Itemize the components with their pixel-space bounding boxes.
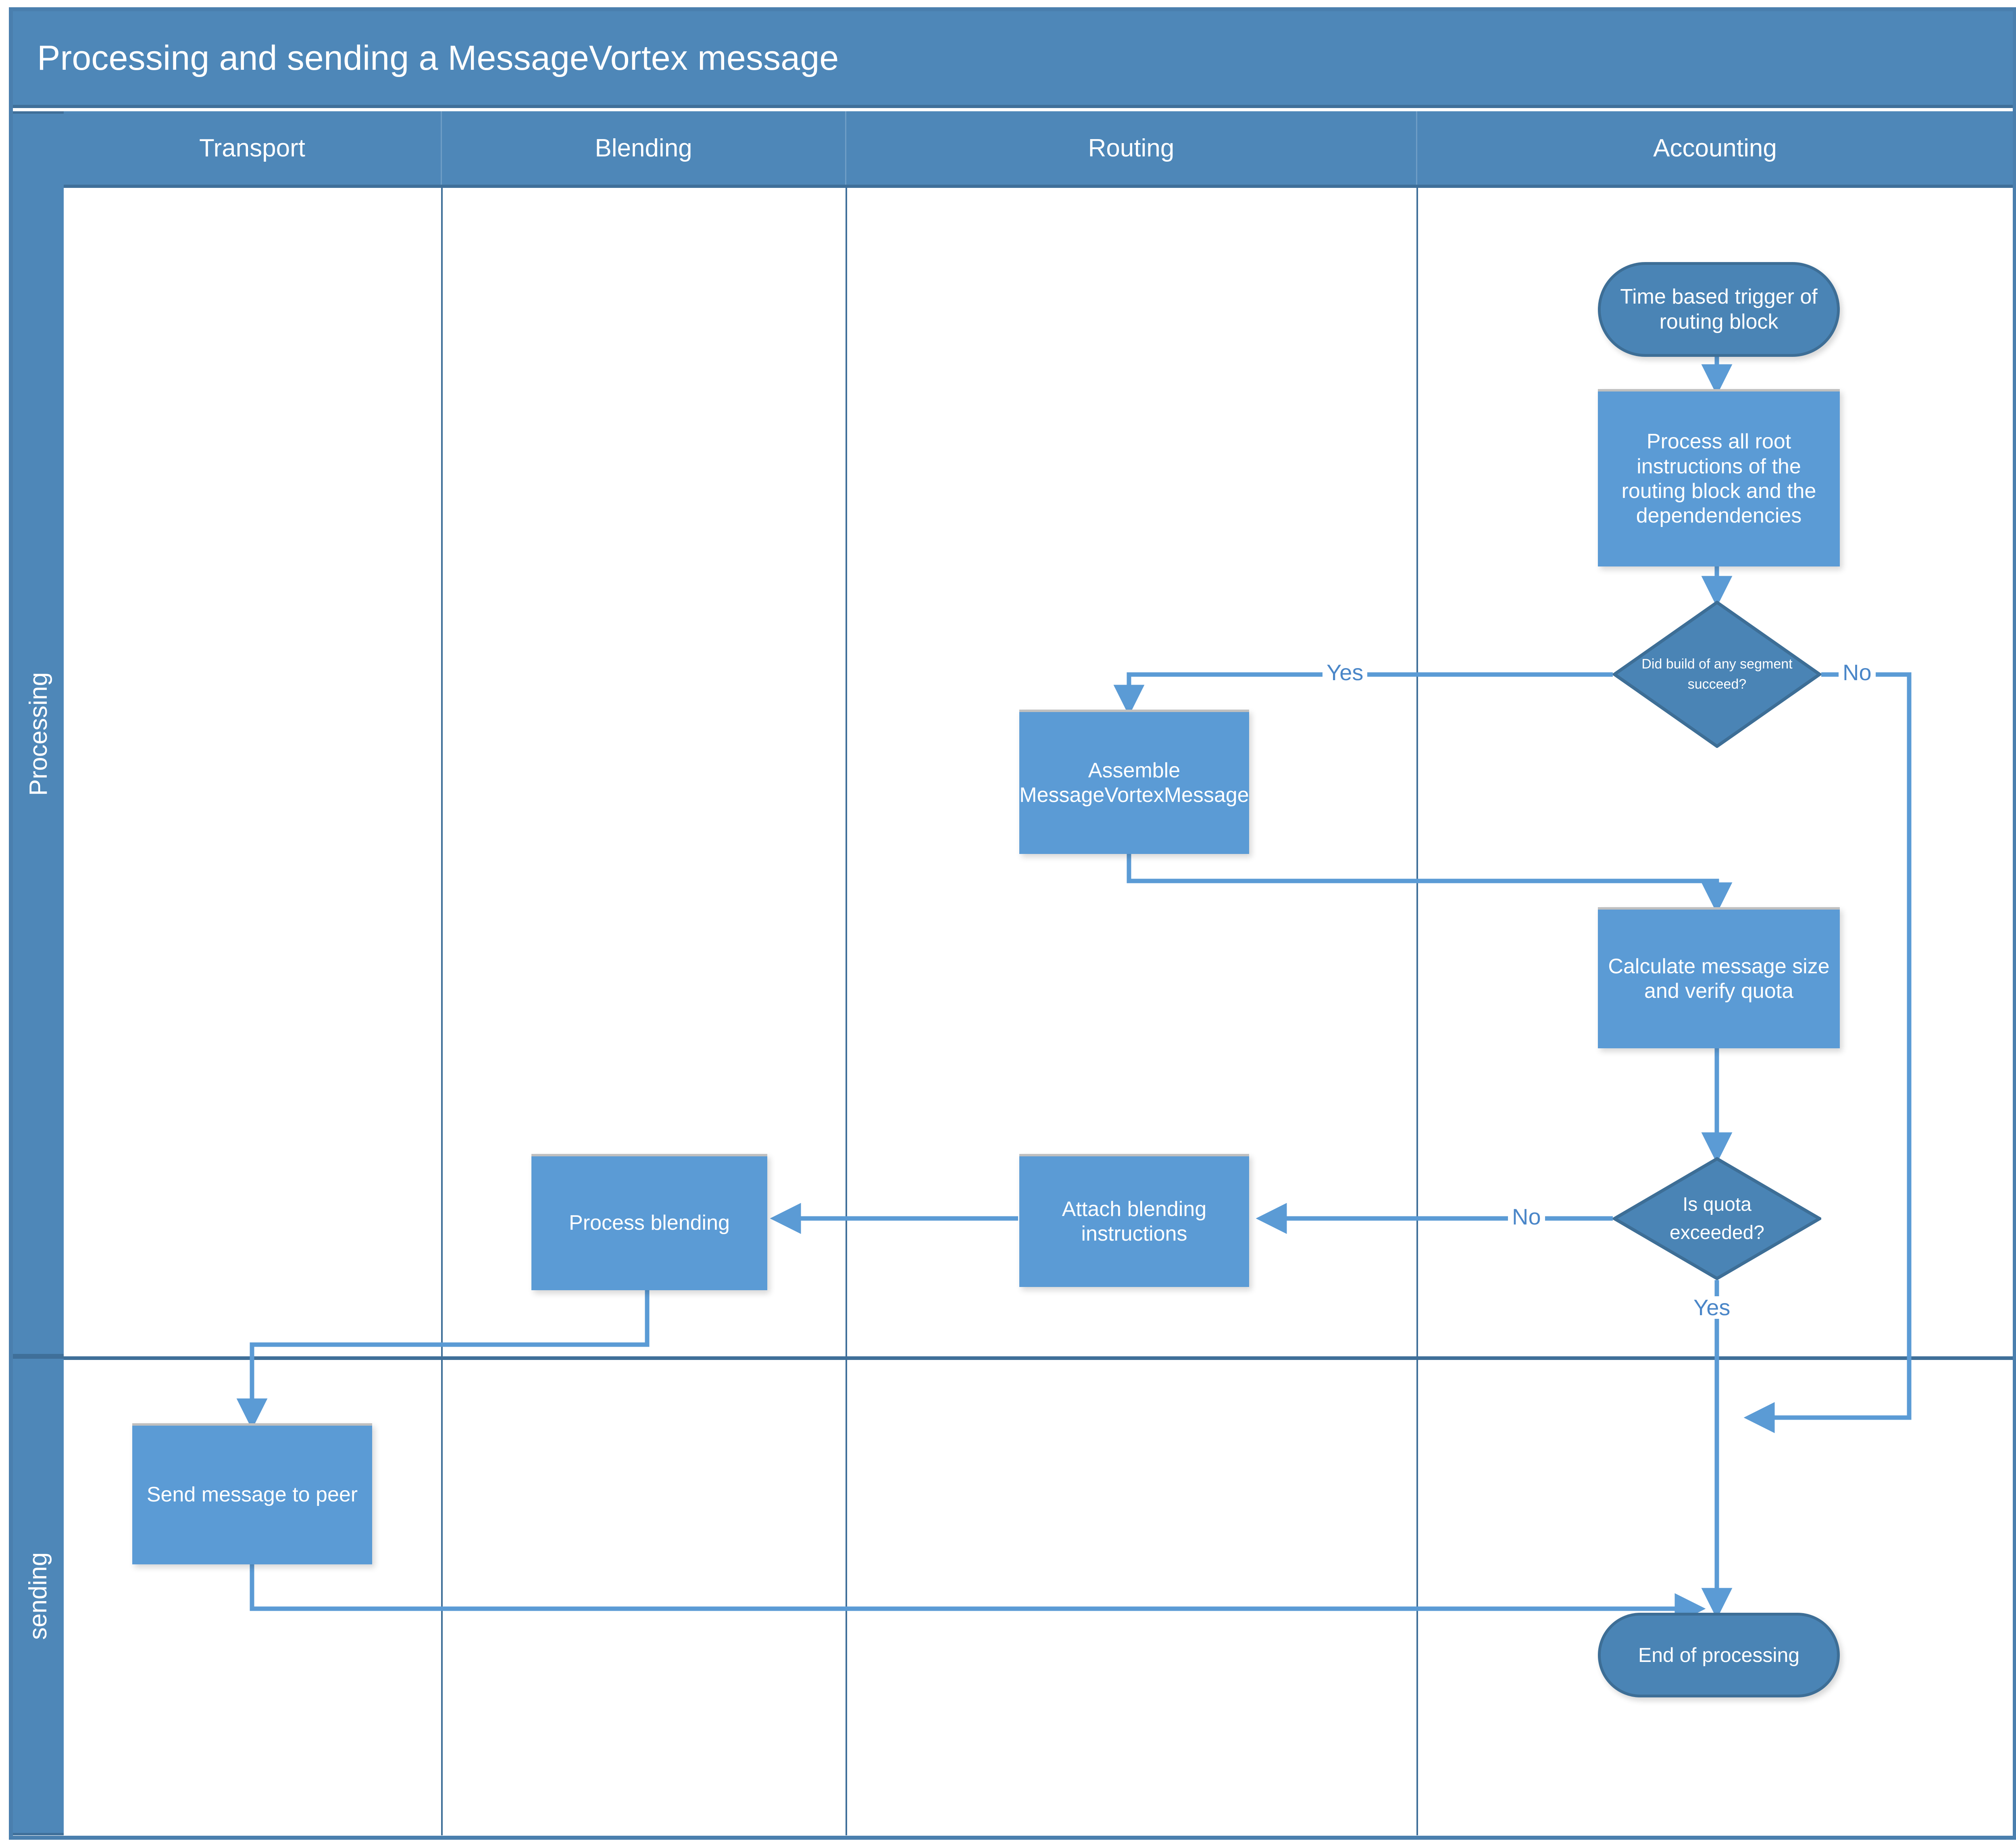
column-divider-transport-blending	[441, 188, 443, 1835]
row-lane-label-processing: Processing	[24, 672, 52, 796]
node-label: End of processing	[1638, 1643, 1800, 1666]
edge-label-quota-no: No	[1508, 1206, 1545, 1228]
edge-label-build-no: No	[1839, 661, 1876, 684]
diamond-shape	[1613, 601, 1821, 748]
node-attach-blending-instructions[interactable]: Attach blending instructions	[1019, 1154, 1249, 1287]
node-label: Process blending	[569, 1211, 730, 1235]
node-label: Send message to peer	[146, 1483, 358, 1507]
row-lane-header-processing: Processing	[13, 111, 64, 1356]
column-divider-routing-accounting	[1416, 188, 1418, 1835]
row-divider-processing-sending	[64, 1356, 2013, 1360]
node-decision-quota-exceeded[interactable]: Is quota exceeded?	[1613, 1157, 1821, 1280]
diamond-shape	[1613, 1157, 1821, 1280]
node-label: Process all root instructions of the rou…	[1621, 430, 1816, 528]
column-header-accounting: Accounting	[1653, 134, 1777, 162]
diagram-title-band: Processing and sending a MessageVortex m…	[13, 11, 2013, 108]
column-divider-blending-routing	[846, 188, 847, 1835]
node-send-message-to-peer[interactable]: Send message to peer	[132, 1423, 372, 1564]
page-title: Processing and sending a MessageVortex m…	[37, 38, 839, 77]
row-lane-header-sending: sending	[13, 1356, 64, 1835]
node-label: Time based trigger of routing block	[1620, 285, 1818, 333]
node-label: Did build of any segment succeed?	[1641, 656, 1793, 692]
node-process-blending[interactable]: Process blending	[531, 1154, 767, 1290]
node-process-root-instructions[interactable]: Process all root instructions of the rou…	[1598, 389, 1840, 566]
node-end-of-processing[interactable]: End of processing	[1598, 1613, 1840, 1697]
column-header-band: Transport Blending Routing Accounting	[64, 111, 2013, 188]
node-label: Attach blending instructions	[1062, 1197, 1207, 1245]
node-label: Assemble MessageVortexMessage	[1019, 758, 1249, 807]
node-time-based-trigger[interactable]: Time based trigger of routing block	[1598, 262, 1840, 357]
edge-label-quota-yes: Yes	[1689, 1296, 1735, 1319]
row-lane-label-sending: sending	[24, 1552, 52, 1640]
node-decision-build-succeed[interactable]: Did build of any segment succeed?	[1613, 601, 1821, 748]
edge-label-build-yes: Yes	[1322, 661, 1368, 684]
node-calculate-message-size[interactable]: Calculate message size and verify quota	[1598, 907, 1840, 1048]
column-header-routing: Routing	[846, 111, 1417, 185]
node-assemble-messagevortexmessage[interactable]: Assemble MessageVortexMessage	[1019, 710, 1249, 854]
node-label: Is quota exceeded?	[1670, 1193, 1764, 1243]
column-header-blending: Blending	[442, 111, 846, 185]
column-header-transport: Transport	[64, 111, 442, 185]
node-label: Calculate message size and verify quota	[1608, 954, 1830, 1003]
